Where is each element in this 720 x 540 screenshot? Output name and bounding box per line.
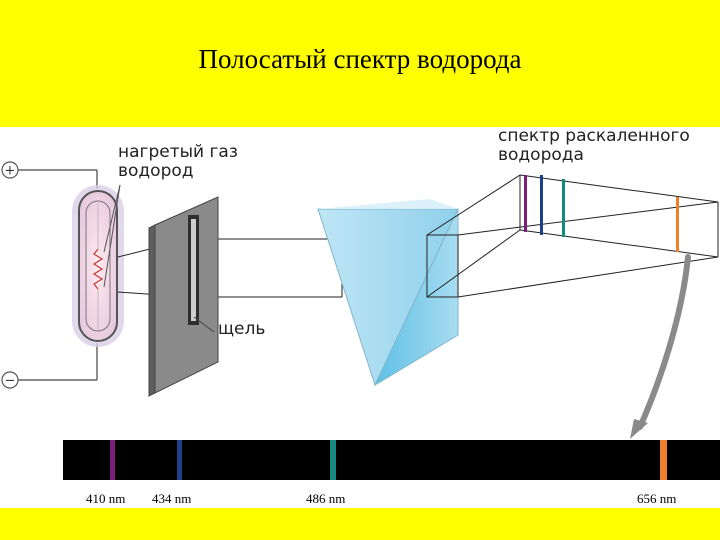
wavelength-label-486: 486 nm [306,491,346,506]
spectral-line-656 [660,440,667,480]
prism [317,199,459,387]
curved-arrow [630,254,691,439]
plus-sign: + [5,164,16,179]
slit-screen [148,196,219,397]
gas-label-pointers [103,184,121,288]
diagram-area: + − [0,127,720,508]
slide-title: Полосатый спектр водорода [198,44,522,74]
spectrum-label-line-2: водорода [498,145,584,165]
spectrum-label-line-1: спектр раскаленного [498,126,690,146]
gas-label-line-2: водород [118,161,194,181]
wavelength-label-434: 434 nm [152,491,192,506]
projected-line-410 [524,175,527,232]
projected-line-656 [676,197,679,252]
wavelength-label-410: 410 nm [86,491,126,506]
dispersed-beams [426,174,719,298]
plus-terminal: + [1,161,19,179]
projected-spectrum [519,175,719,257]
circuit-wires [18,169,98,381]
bottom-band [0,508,720,540]
spectral-line-410 [110,440,115,480]
slit-label: щель [218,319,266,339]
spectrum-label: спектр раскаленного водорода [498,127,690,165]
gas-discharge-tube [72,185,124,347]
minus-terminal: − [1,371,19,389]
spectrum-strip [63,440,720,480]
gas-label-line-1: нагретый газ [118,142,238,162]
wavelength-label-656: 656 nm [637,491,677,506]
spectral-line-486 [330,440,336,480]
spectral-line-434 [177,440,182,480]
projected-line-486 [562,179,565,237]
gas-label: нагретый газ водород [118,143,238,181]
projected-line-434 [540,175,543,235]
minus-sign: − [5,374,16,389]
apparatus-diagram: + − [1,161,720,480]
